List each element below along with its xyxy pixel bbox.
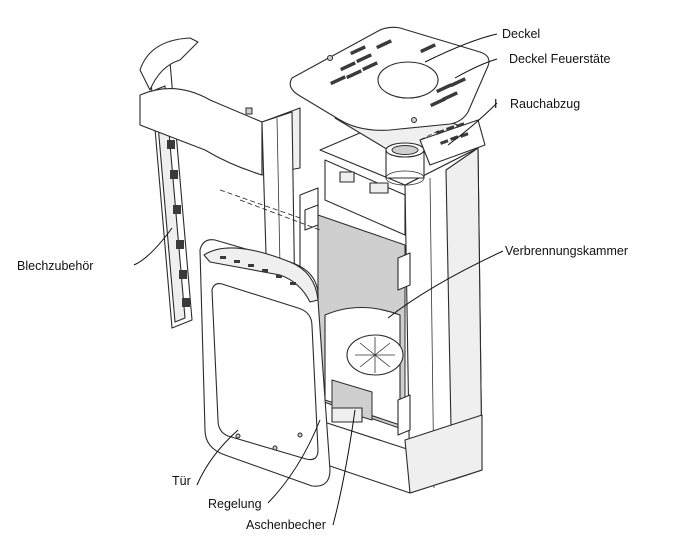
label-tuer: Tür xyxy=(172,474,191,488)
label-blechzubehoer: Blechzubehör xyxy=(17,259,93,273)
label-regelung: Regelung xyxy=(208,497,262,511)
part-labels: Deckel Deckel Feuerstäte I Rauchabzug Bl… xyxy=(17,27,628,532)
label-rauchabzug: Rauchabzug xyxy=(510,97,580,111)
rauchabzug-marker: I xyxy=(494,97,497,111)
label-verbrennungskammer: Verbrennungskammer xyxy=(505,244,628,258)
top-vent-plate xyxy=(419,119,486,166)
door xyxy=(199,239,331,487)
smoke-outlet xyxy=(385,142,425,186)
lid xyxy=(289,26,490,131)
label-deckel-feuerstaette: Deckel Feuerstäte xyxy=(509,52,610,66)
leader-lines xyxy=(133,33,504,526)
label-aschenbecher: Aschenbecher xyxy=(246,518,326,532)
assembly-lines xyxy=(219,129,441,231)
label-deckel: Deckel xyxy=(502,27,540,41)
